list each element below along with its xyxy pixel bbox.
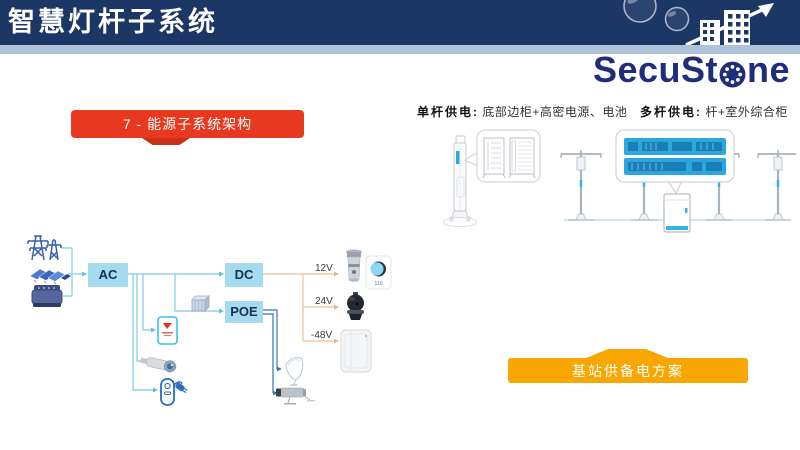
solution-banner: 基站供备电方案 [508, 358, 748, 383]
rack-unit-icon [624, 138, 726, 155]
caption-multi-pole-desc: 杆+室外综合柜 [705, 105, 788, 119]
bubble-icon [623, 0, 690, 32]
header-accent-strip [0, 45, 800, 54]
dome-camera-icon [347, 292, 364, 320]
street-lamp-icon [140, 357, 177, 373]
generator-icon [31, 285, 63, 307]
bullet-camera-icon [276, 387, 315, 405]
dc-branch-lines [263, 273, 334, 342]
ac-box-label: AC [99, 267, 118, 282]
company-logo: SecuSt ne [593, 52, 790, 88]
battery-module-icon [508, 137, 536, 179]
solar-panels-icon [29, 268, 71, 285]
poe-box: POE [225, 301, 263, 323]
ac-arrowheads [82, 271, 224, 393]
converter-cube-icon [191, 295, 210, 312]
smart-pole-icon [442, 135, 478, 227]
poe-branch-lines [263, 309, 278, 393]
voltage-label-12v: 12V [315, 263, 333, 274]
page-title: 智慧灯杆子系统 [8, 7, 218, 37]
section-banner-label: 7 - 能源子系统架构 [122, 116, 253, 132]
ac-box: AC [88, 263, 128, 287]
caption-multi-pole-label: 多杆供电: [640, 105, 702, 119]
caption-multi-pole: 多杆供电: 杆+室外综合柜 [640, 103, 788, 120]
voltage-label-48v: -48V [311, 330, 332, 341]
logo-gear-icon [719, 61, 746, 87]
section-banner-fold [142, 138, 190, 145]
power-modules-callout [463, 129, 541, 183]
light-pole-icon [559, 148, 603, 222]
small-cell-icon [340, 329, 372, 373]
solution-banner-fold [586, 349, 668, 358]
dc-box: DC [225, 263, 263, 287]
caption-single-pole-desc: 底部边柜+高密电源、电池 [482, 105, 628, 119]
beacon-light-icon [346, 249, 362, 282]
poe-box-label: POE [230, 304, 258, 319]
energy-architecture-diagram: AC DC POE [27, 235, 392, 406]
rack-equipment-callout [615, 129, 735, 195]
single-pole-illustration [442, 129, 541, 227]
solution-banner-label: 基站供备电方案 [572, 362, 684, 379]
logo-text-after: ne [746, 49, 790, 90]
multi-pole-illustration [559, 129, 796, 233]
power-grid-icon [27, 235, 62, 261]
header-decoration [623, 0, 774, 47]
buildings-growth-icon [685, 3, 774, 47]
light-meter-icon: 110 [365, 255, 392, 290]
ac-bus-lines [62, 247, 220, 391]
header-bar: 智慧灯杆子系统 [0, 0, 800, 47]
logo-text-before: SecuSt [592, 49, 718, 90]
voltage-label-24v: 24V [315, 296, 333, 307]
power-module-icon [482, 137, 506, 179]
panel-antenna-icon [285, 357, 304, 387]
dc-box-label: DC [235, 267, 254, 282]
outdoor-cabinet-icon [663, 193, 691, 233]
poe-arrowheads [273, 366, 282, 396]
section-banner: 7 - 能源子系统架构 [71, 110, 304, 138]
meter-value: 110 [375, 281, 383, 287]
caption-single-pole-label: 单杆供电: [417, 105, 479, 119]
caption-single-pole: 单杆供电: 底部边柜+高密电源、电池 [417, 103, 627, 120]
dc-arrowheads [334, 271, 339, 344]
ev-charger-icon [160, 378, 188, 406]
rack-unit-icon [624, 158, 726, 175]
light-pole-icon [756, 148, 796, 222]
media-screen-icon [157, 316, 178, 345]
